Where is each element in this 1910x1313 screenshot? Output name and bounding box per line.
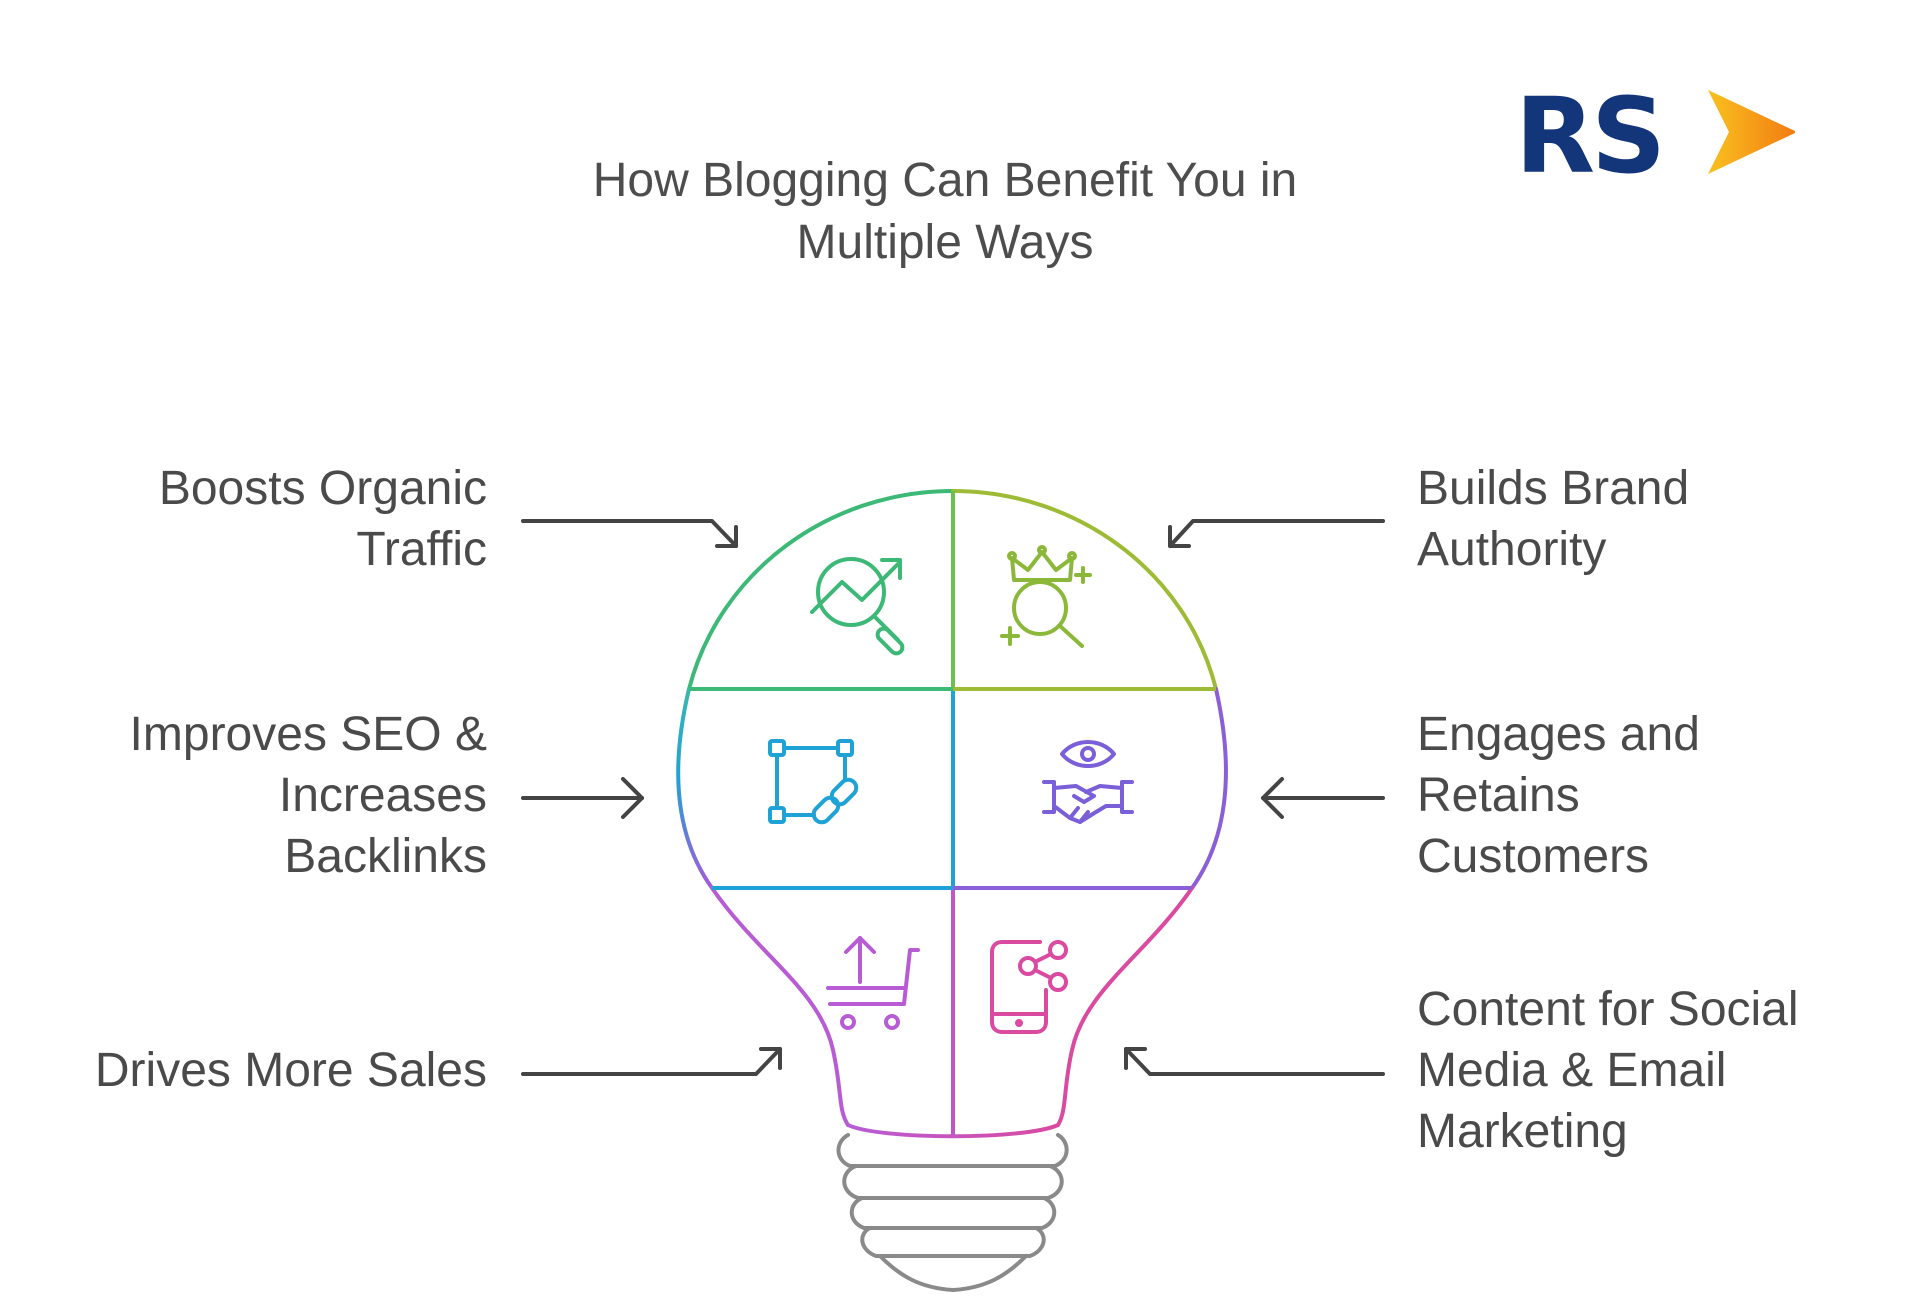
chart-magnifier-icon	[810, 557, 905, 656]
connector-arrows	[521, 519, 1385, 1076]
crown-search-icon	[1000, 545, 1092, 648]
bulb-screw-base	[836, 1133, 1069, 1293]
arrow-bottom-left	[521, 1047, 782, 1076]
title-line-2: Multiple Ways	[796, 216, 1094, 269]
benefit-label-content-social-email: Content for Social Media & Email Marketi…	[1417, 983, 1799, 1158]
arrow-top-right	[1168, 519, 1385, 548]
page-title: How Blogging Can Benefit You in Multiple…	[530, 150, 1360, 274]
logo-arrow-icon	[1708, 90, 1795, 174]
title-line-1: How Blogging Can Benefit You in	[592, 154, 1298, 207]
benefit-label-drives-more-sales: Drives More Sales	[94, 1044, 487, 1097]
rs-logo: RS	[1515, 80, 1795, 192]
bulb-dividers	[689, 491, 1216, 1138]
phone-share-icon	[990, 940, 1068, 1034]
benefit-label-boosts-organic-traffic: Boosts Organic Traffic	[158, 462, 487, 576]
benefit-label-builds-brand-authority: Builds Brand Authority	[1417, 462, 1690, 576]
logo-text: RS	[1515, 75, 1666, 197]
arrow-mid-left	[521, 777, 644, 819]
eye-handshake-icon	[1042, 740, 1134, 824]
link-square-icon	[768, 739, 859, 825]
cart-up-icon	[826, 936, 920, 1030]
arrow-bottom-right	[1124, 1047, 1385, 1076]
benefit-label-improves-seo: Improves SEO & Increases Backlinks	[129, 708, 487, 883]
arrow-top-left	[521, 519, 738, 548]
arrow-mid-right	[1261, 777, 1385, 819]
benefit-label-engages-retains: Engages and Retains Customers	[1417, 708, 1700, 883]
bulb-outline	[676, 489, 1228, 1139]
